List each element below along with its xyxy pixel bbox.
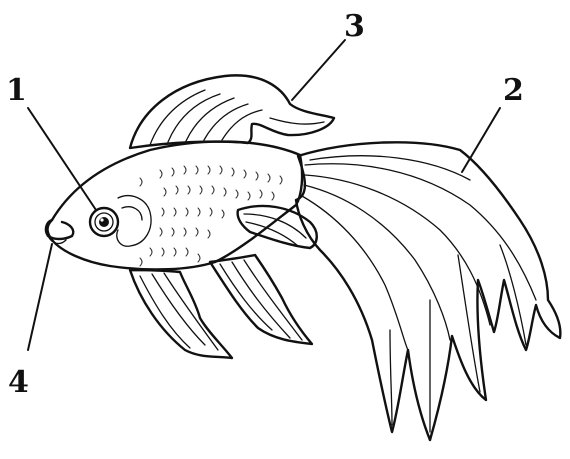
- pelvic-fin: [130, 270, 232, 358]
- callout-2: 2: [503, 73, 524, 108]
- callout-4: 4: [8, 365, 29, 400]
- anal-fin: [210, 255, 312, 344]
- leader-line-1: [28, 108, 96, 210]
- leader-line-4: [28, 244, 52, 350]
- callout-3: 3: [344, 9, 365, 44]
- leader-line-2: [462, 108, 500, 172]
- callout-1: 1: [6, 73, 27, 108]
- fish-eye: [90, 208, 118, 236]
- tail-fin: [296, 142, 560, 440]
- leader-line-3: [292, 40, 345, 100]
